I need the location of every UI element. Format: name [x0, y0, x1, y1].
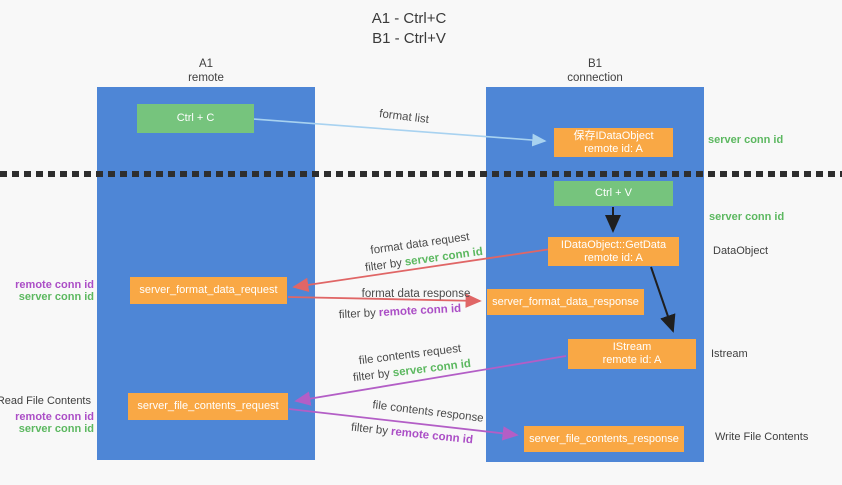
ctrl-v-node: Ctrl + V — [554, 181, 673, 206]
istream-node: IStream remote id: A — [568, 339, 696, 369]
getdata-line2: remote id: A — [584, 251, 643, 264]
remote-conn-id-note-top: remote conn id — [15, 279, 94, 291]
server-conn-id-note-left-bottom: server conn id — [18, 423, 94, 435]
filter-by-text: filter by — [364, 257, 403, 275]
diagram-title: A1 - Ctrl+C B1 - Ctrl+V — [309, 9, 509, 49]
istream-line1: IStream — [612, 341, 652, 353]
getdata-line1: IDataObject::GetData — [560, 238, 667, 251]
save-dataobject-line2: remote id: A — [584, 142, 643, 155]
right-column-role: connection — [567, 72, 623, 84]
save-dataobject-line1: 保存IDataObject — [573, 129, 654, 142]
remote-conn-id-text: remote conn id — [390, 425, 474, 447]
left-column-name: A1 — [198, 58, 214, 70]
title-line-2: B1 - Ctrl+V — [372, 30, 446, 47]
left-column-header: A1 remote — [146, 57, 266, 85]
format-list-label: format list — [378, 108, 430, 126]
file-response-node: server_file_contents_response — [524, 426, 684, 452]
remote-conn-id-text: remote conn id — [378, 302, 462, 320]
istream-note: Istream — [711, 348, 748, 360]
file-response-label: server_file_contents_response — [529, 432, 679, 445]
server-conn-id-note-left-top: server conn id — [18, 291, 94, 303]
filter-by-text: filter by — [350, 421, 389, 438]
format-request-label: server_format_data_request — [139, 284, 278, 296]
save-dataobject-node: 保存IDataObject remote id: A — [554, 128, 673, 157]
format-response-node: server_format_data_response — [487, 289, 644, 315]
ctrl-c-label: Ctrl + C — [176, 112, 215, 124]
left-column-role: remote — [188, 72, 224, 84]
filter-by-text: filter by — [352, 367, 391, 385]
format-request-node: server_format_data_request — [130, 277, 287, 304]
title-line-1: A1 - Ctrl+C — [371, 10, 447, 27]
getdata-node: IDataObject::GetData remote id: A — [548, 237, 679, 266]
file-request-label: server_file_contents_request — [137, 400, 279, 412]
format-response-label: server_format_data_response — [492, 295, 639, 308]
write-file-contents-note: Write File Contents — [715, 431, 809, 443]
copy-paste-divider-line — [0, 171, 842, 177]
server-conn-id-note-top: server conn id — [708, 134, 784, 146]
remote-conn-id-note-bottom: remote conn id — [15, 411, 94, 423]
server-conn-id-note-mid: server conn id — [709, 211, 785, 223]
file-request-node: server_file_contents_request — [128, 393, 288, 420]
read-file-contents-note: Read File Contents — [0, 395, 91, 407]
file-contents-response-label: file contents response — [371, 399, 485, 425]
dataobject-note: DataObject — [713, 245, 769, 257]
istream-line2: remote id: A — [602, 354, 662, 366]
filter-by-text: filter by — [338, 307, 377, 322]
right-column-name: B1 — [587, 58, 603, 70]
format-data-response-label: format data response — [361, 288, 471, 300]
ctrl-v-label: Ctrl + V — [595, 187, 632, 199]
ctrl-c-node: Ctrl + C — [137, 104, 254, 133]
right-column-header: B1 connection — [535, 57, 655, 85]
